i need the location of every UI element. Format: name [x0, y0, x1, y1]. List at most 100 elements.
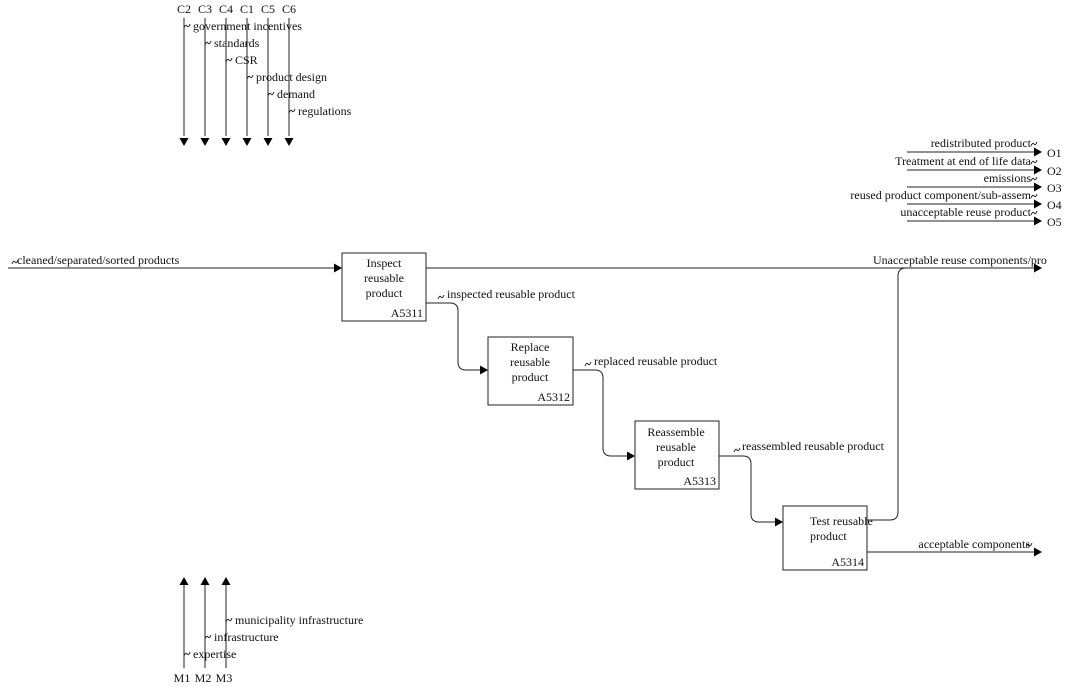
output-label-3: reused product component/sub-assem: [850, 188, 1031, 202]
activity-box-a5314: [782, 505, 868, 571]
activity-name-line: reusable: [364, 271, 404, 285]
control-code-c4: C4: [219, 2, 233, 16]
activity-name-line: Test reusable: [810, 514, 873, 528]
activity-box-a5312: [487, 336, 574, 406]
control-arrow-4: [263, 138, 273, 146]
activity-name-line: product: [366, 286, 403, 300]
output-code-o5: O5: [1047, 215, 1062, 229]
output-squiggle-2: [1030, 176, 1038, 182]
output-arrow-3: [1034, 199, 1042, 209]
mechanism-arrow-0: [179, 577, 189, 585]
mechanism-arrow-1: [200, 577, 210, 585]
activity-name-line: Replace: [511, 340, 550, 354]
control-squiggle-0: [183, 23, 191, 29]
control-code-c3: C3: [198, 2, 212, 16]
output-squiggle-0: [1030, 141, 1038, 147]
flow-replaced: [573, 369, 627, 457]
input-squiggle: [11, 259, 19, 265]
flow-acceptable-arrow: [1034, 547, 1042, 557]
output-arrow-2: [1034, 182, 1042, 192]
flow-inspected-label: inspected reusable product: [447, 287, 576, 301]
control-arrow-0: [179, 138, 189, 146]
output-arrow-0: [1034, 147, 1042, 157]
control-arrow-1: [200, 138, 210, 146]
control-label-5: regulations: [298, 104, 352, 118]
input-label: cleaned/separated/sorted products: [17, 253, 180, 267]
activity-name-line: reusable: [510, 355, 550, 369]
activity-box-a5311: [341, 252, 427, 322]
flow-reassembled-squiggle: [733, 447, 741, 453]
flow-acceptable-squiggle: [1025, 542, 1033, 548]
control-squiggle-3: [246, 74, 254, 80]
output-label-4: unacceptable reuse product: [900, 205, 1031, 219]
mechanism-arrow-2: [221, 577, 231, 585]
control-squiggle-2: [225, 57, 233, 63]
control-label-0: government incentives: [193, 19, 302, 33]
control-squiggle-5: [288, 108, 296, 114]
output-arrow-1: [1034, 165, 1042, 175]
output-arrow-4: [1034, 216, 1042, 226]
control-label-2: CSR: [235, 53, 258, 67]
mechanism-code-m3: M3: [216, 671, 233, 685]
output-code-o4: O4: [1047, 198, 1062, 212]
output-squiggle-3: [1030, 193, 1038, 199]
mechanism-squiggle-2: [183, 651, 191, 657]
mechanism-label-0: municipality infrastructure: [235, 613, 363, 627]
activity-id-a5314: A5314: [831, 555, 864, 569]
output-label-0: redistributed product: [931, 136, 1032, 150]
flow-unacceptable-arrow: [1034, 263, 1042, 273]
flow-inspected-arrow: [480, 365, 488, 375]
activity-id-a5312: A5312: [537, 390, 570, 404]
control-label-4: demand: [277, 87, 315, 101]
activity-id-a5311: A5311: [391, 306, 423, 320]
control-squiggle-4: [267, 91, 275, 97]
flow-inspected-squiggle: [437, 294, 445, 300]
flow-replaced-arrow: [627, 451, 635, 461]
activity-name-line: Reassemble: [647, 425, 704, 439]
mechanism-label-2: expertise: [193, 647, 236, 661]
control-code-c5: C5: [261, 2, 275, 16]
control-label-1: standards: [214, 36, 260, 50]
output-code-o2: O2: [1047, 164, 1062, 178]
flow-reassembled-label: reassembled reusable product: [742, 439, 885, 453]
mechanism-label-1: infrastructure: [214, 630, 279, 644]
activity-name-line: Inspect: [367, 256, 402, 270]
flow-reassembled: [719, 455, 775, 523]
flow-acceptable-label: acceptable components: [918, 537, 1030, 551]
control-code-c6: C6: [282, 2, 296, 16]
flow-replaced-squiggle: [584, 361, 592, 367]
flow-unacceptable-return: [867, 267, 907, 521]
activity-name-line: product: [512, 370, 549, 384]
arrowheads: [179, 138, 1042, 585]
output-squiggle-4: [1030, 210, 1038, 216]
mechanism-code-m1: M1: [174, 671, 191, 685]
control-code-c1: C1: [240, 2, 254, 16]
output-label-1: Treatment at end of life data: [895, 154, 1032, 168]
control-arrow-5: [284, 138, 294, 146]
activity-name-line: product: [810, 529, 847, 543]
flow-inspected: [426, 302, 480, 371]
mechanism-squiggle-0: [225, 617, 233, 623]
flow-unacceptable-label: Unacceptable reuse components/pro: [873, 253, 1047, 267]
output-squiggle-1: [1030, 159, 1038, 165]
activity-box-a5313: [634, 420, 720, 490]
mechanism-code-m2: M2: [195, 671, 212, 685]
input-arrow: [334, 263, 342, 273]
mechanism-squiggle-1: [204, 634, 212, 640]
output-code-o3: O3: [1047, 181, 1062, 195]
output-label-2: emissions: [984, 171, 1032, 185]
connector-lines: [8, 18, 1038, 668]
activity-name-line: product: [658, 455, 695, 469]
activity-name-line: reusable: [656, 440, 696, 454]
control-arrow-2: [221, 138, 231, 146]
control-label-3: product design: [256, 70, 327, 84]
control-squiggle-1: [204, 40, 212, 46]
flow-reassembled-arrow: [775, 517, 783, 527]
activity-boxes: [341, 252, 868, 571]
flow-replaced-label: replaced reusable product: [594, 354, 718, 368]
